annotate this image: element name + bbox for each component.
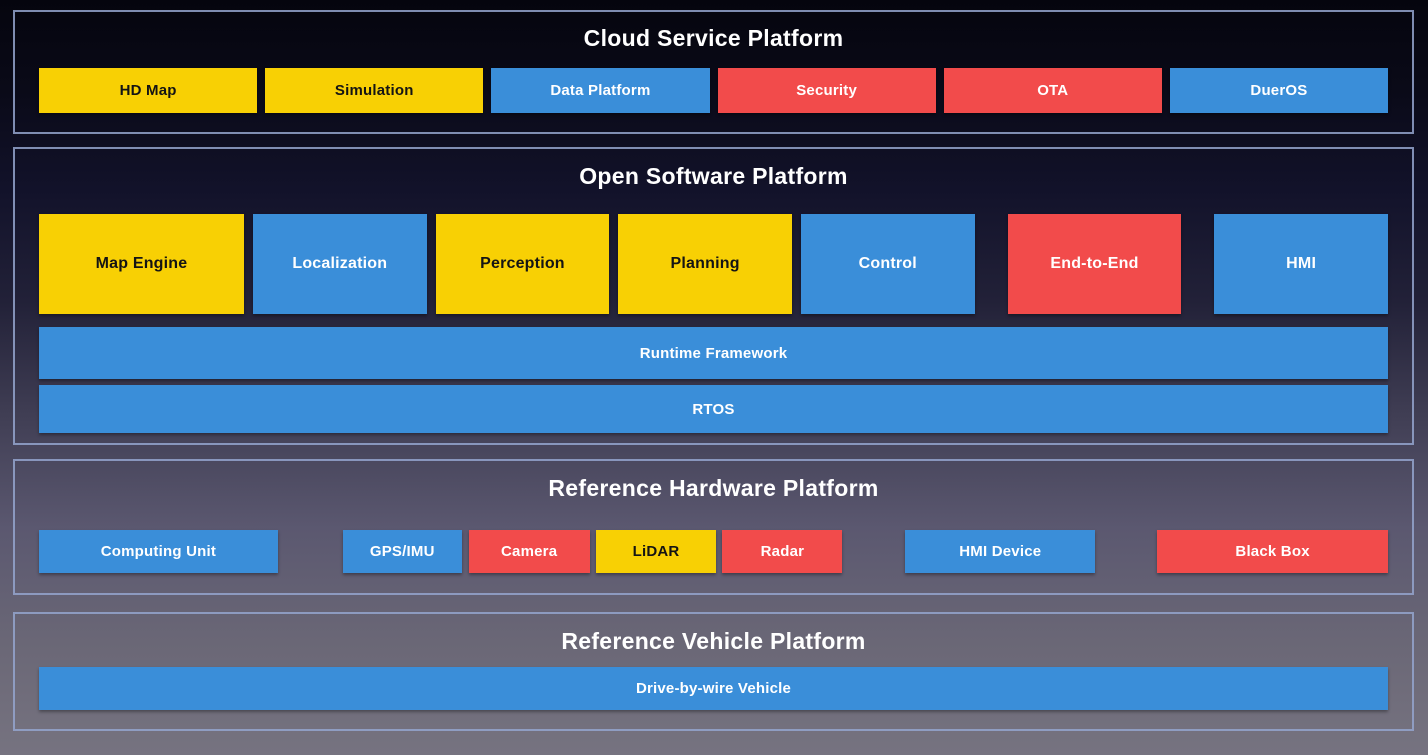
box-lidar: LiDAR bbox=[595, 530, 717, 573]
hardware-boxes-row: Computing Unit GPS/IMU Camera LiDAR Rada… bbox=[39, 530, 1388, 573]
box-dueros: DuerOS bbox=[1169, 68, 1389, 113]
cloud-boxes-row: HD Map Simulation Data Platform Security… bbox=[39, 68, 1389, 113]
box-hmi: HMI bbox=[1214, 214, 1388, 314]
cloud-platform-title: Cloud Service Platform bbox=[583, 25, 844, 51]
section-reference-vehicle-platform: Reference Vehicle Platform Drive-by-wire… bbox=[13, 612, 1414, 731]
bar-drive-by-wire-vehicle: Drive-by-wire Vehicle bbox=[39, 667, 1388, 710]
box-black-box: Black Box bbox=[1157, 530, 1388, 573]
box-camera: Camera bbox=[468, 530, 590, 573]
section-reference-hardware-platform: Reference Hardware Platform Computing Un… bbox=[13, 459, 1414, 595]
software-platform-title: Open Software Platform bbox=[579, 163, 848, 189]
box-control: Control bbox=[800, 214, 975, 314]
box-localization: Localization bbox=[252, 214, 427, 314]
box-hmi-device: HMI Device bbox=[905, 530, 1096, 573]
box-radar: Radar bbox=[722, 530, 843, 573]
section-cloud-service-platform: Cloud Service Platform HD Map Simulation… bbox=[13, 10, 1414, 134]
section-open-software-platform: Open Software Platform Map Engine Locali… bbox=[13, 147, 1414, 445]
box-end-to-end: End-to-End bbox=[1007, 214, 1182, 314]
box-perception: Perception bbox=[435, 214, 610, 314]
box-computing-unit: Computing Unit bbox=[39, 530, 278, 573]
box-hd-map: HD Map bbox=[39, 68, 258, 113]
bar-runtime-framework: Runtime Framework bbox=[39, 327, 1388, 379]
vehicle-platform-title: Reference Vehicle Platform bbox=[561, 628, 866, 654]
box-gps-imu: GPS/IMU bbox=[342, 530, 462, 573]
box-data-platform: Data Platform bbox=[491, 68, 710, 113]
hardware-platform-title: Reference Hardware Platform bbox=[548, 475, 879, 501]
software-modules-row: Map Engine Localization Perception Plann… bbox=[39, 214, 1388, 314]
box-security: Security bbox=[717, 68, 936, 113]
box-ota: OTA bbox=[943, 68, 1162, 113]
bar-rtos: RTOS bbox=[39, 385, 1388, 433]
box-map-engine: Map Engine bbox=[39, 214, 244, 314]
box-simulation: Simulation bbox=[265, 68, 484, 113]
box-planning: Planning bbox=[618, 214, 792, 314]
